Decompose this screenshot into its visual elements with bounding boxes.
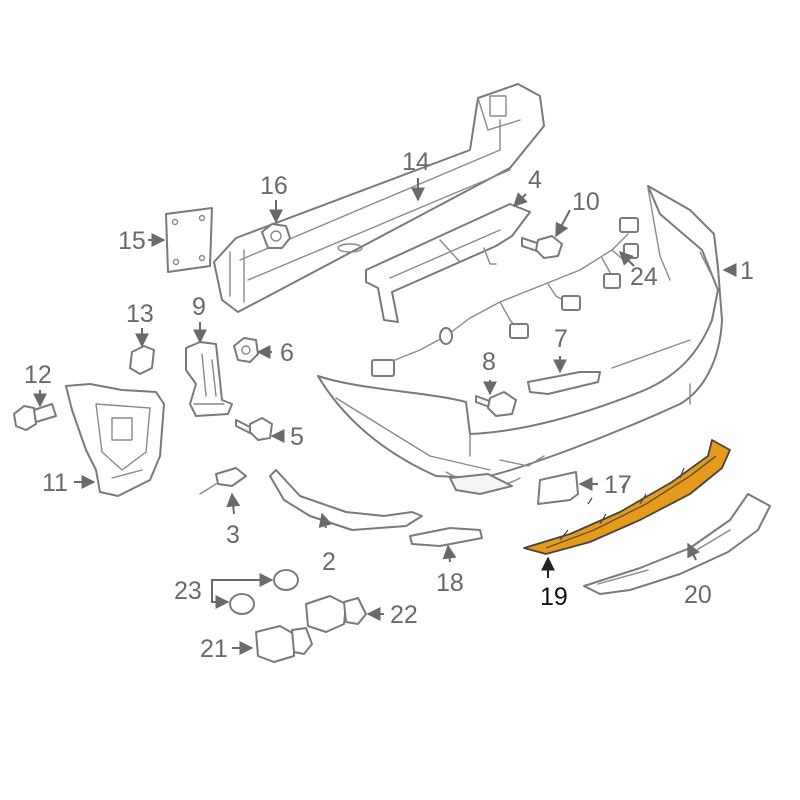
callout-6: 6	[280, 339, 294, 367]
callout-2: 2	[322, 548, 336, 576]
callout-16: 16	[260, 172, 288, 200]
callout-21: 21	[200, 635, 228, 663]
callout-4: 4	[528, 166, 542, 194]
callout-8: 8	[482, 348, 496, 376]
part-11-bumper-bracket	[65, 383, 165, 497]
callout-15: 15	[118, 227, 146, 255]
part-18-trim-strip	[409, 527, 483, 547]
callout-24: 24	[630, 263, 658, 291]
callout-10: 10	[572, 188, 600, 216]
callout-23: 23	[174, 577, 202, 605]
part-15-mounting-plate	[165, 207, 213, 273]
part-22-park-sensor	[305, 595, 367, 633]
callout-14: 14	[402, 148, 430, 176]
leader-4	[513, 192, 528, 207]
callout-3: 3	[226, 521, 240, 549]
callout-5: 5	[290, 423, 304, 451]
part-9-side-bracket	[185, 341, 233, 417]
part-20-lower-panel	[583, 493, 771, 595]
part-21-park-sensor	[255, 625, 313, 663]
part-13-clip	[129, 345, 155, 375]
callout-17: 17	[604, 471, 632, 499]
leader-lines	[33, 178, 737, 655]
leader-18	[442, 544, 457, 563]
part-24-wiring-harness	[371, 217, 639, 377]
part-8-bolt	[475, 391, 517, 417]
callout-11: 11	[42, 469, 68, 497]
part-6-nut	[233, 337, 259, 363]
leader-24	[619, 251, 635, 267]
callout-20: 20	[684, 581, 712, 609]
part-3-push-pin	[199, 467, 247, 495]
leader-23b	[211, 590, 230, 609]
callout-9: 9	[192, 293, 206, 321]
part-23-sensor-cap	[229, 569, 299, 615]
callout-19: 19	[540, 583, 568, 611]
part-1-bumper-cover	[317, 185, 723, 495]
callout-22: 22	[390, 601, 418, 629]
callout-12: 12	[24, 361, 52, 389]
leader-20	[687, 542, 700, 561]
part-16-nut	[261, 223, 291, 249]
leader-10	[555, 209, 571, 238]
part-5-bolt	[235, 417, 273, 441]
part-12-bolt	[13, 403, 57, 431]
leader-23a	[211, 573, 274, 590]
part-17-cover	[537, 471, 579, 505]
part-4-energy-absorber	[365, 203, 531, 323]
part-2-lower-trim	[269, 469, 423, 531]
part-7-small-bracket	[527, 371, 601, 395]
callout-13: 13	[126, 300, 154, 328]
callout-labels: 1 2 3 4 5 6 7 8 9 10 11 12 13 14 15 16 1…	[24, 148, 754, 663]
part-10-bolt	[521, 235, 563, 259]
leader-3	[226, 492, 241, 515]
part-19-diffuser-trim	[523, 439, 731, 555]
callout-18: 18	[436, 569, 464, 597]
callout-1: 1	[740, 257, 754, 285]
leader-2	[318, 512, 333, 529]
part-14-bumper-reinforcement	[213, 83, 545, 313]
callout-7: 7	[554, 325, 568, 353]
